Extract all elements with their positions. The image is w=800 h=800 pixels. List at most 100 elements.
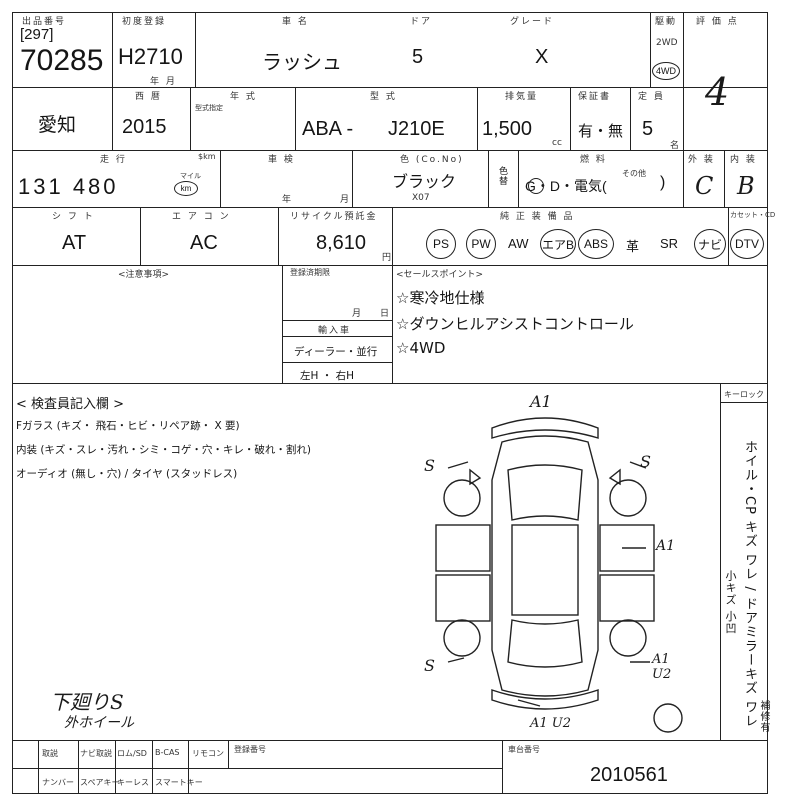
- year-label: 西 暦: [135, 92, 162, 102]
- rule: [140, 207, 141, 265]
- rule: [720, 383, 721, 740]
- equip-airbag-circled: エアB: [540, 229, 576, 259]
- sale-point-1: ☆寒冷地仕様: [396, 289, 485, 307]
- rule: [115, 740, 116, 794]
- inspection-year: 年: [282, 195, 294, 205]
- rule: [190, 87, 191, 150]
- year-month-label: 年 月: [150, 77, 177, 87]
- rule: [352, 150, 353, 207]
- rule: [228, 740, 229, 768]
- sale-point-2: ☆ダウンヒルアシストコントロール: [396, 315, 634, 333]
- equip-leather: 革: [626, 239, 640, 254]
- rule: [12, 383, 768, 384]
- int-label: 内 装: [730, 155, 757, 165]
- ext-label: 外 装: [688, 155, 715, 165]
- diagram-front-left-mark: S: [424, 456, 435, 475]
- diagram-front-mark: A1: [530, 392, 552, 411]
- color-value: ブラック: [392, 174, 457, 191]
- import-handle: 左H ・ 右H: [300, 370, 354, 382]
- cc-unit: cc: [552, 138, 562, 148]
- inspector-audio: オーディオ (無し・穴) / タイヤ (スタッドレス): [16, 468, 238, 480]
- rule: [683, 12, 684, 150]
- fuel-other: その他: [622, 169, 646, 178]
- rule: [683, 150, 684, 207]
- car-damage-diagram: [435, 417, 683, 733]
- rule: [502, 740, 503, 794]
- rule: [282, 320, 392, 321]
- sale-points-label: <セールスポイント>: [396, 270, 484, 280]
- footer-chassis-label: 車台番号: [508, 745, 540, 754]
- seats-value: 5: [642, 118, 654, 140]
- equip-navi-circled: ナビ: [694, 229, 726, 259]
- rule: [720, 402, 768, 403]
- rule: [728, 207, 729, 265]
- diagram-rear-right-mark: A1 U2: [652, 652, 672, 682]
- first-reg-value: H2710: [118, 44, 183, 69]
- rule: [392, 265, 393, 383]
- cc-label: 排気量: [505, 92, 539, 102]
- color-code: X07: [412, 193, 430, 203]
- rule: [724, 150, 725, 207]
- rule: [630, 87, 631, 150]
- footer-reg-label: 登録番号: [234, 745, 266, 754]
- rule: [78, 740, 79, 794]
- import-label: 輸入車: [318, 326, 352, 336]
- rule: [195, 12, 196, 87]
- footer-equip-navi-manual: ナビ取説: [80, 749, 112, 758]
- lot-sub-number: [297]: [20, 26, 54, 43]
- footer-equip-number: ナンバー: [42, 778, 74, 787]
- recycle-value: 8,610: [316, 232, 367, 254]
- grade-value: X: [535, 46, 549, 68]
- rule: [112, 12, 113, 87]
- diagram-rear-left-mark: S: [424, 656, 435, 675]
- diagram-rear-mark: A1 U2: [530, 716, 572, 731]
- inspector-vertical-small: 小キズ 小凹: [724, 570, 737, 635]
- first-reg-label: 初度登録: [122, 17, 167, 27]
- key-lock-label: キーロック: [724, 390, 764, 399]
- equip-sr: SR: [660, 236, 679, 251]
- rule: [650, 12, 651, 87]
- color-label: 色 (Co.No): [400, 155, 464, 165]
- period-month: 月: [352, 309, 362, 319]
- inspector-interior: 内装 (キズ・スレ・汚れ・シミ・コゲ・穴・キレ・破れ・割れ): [16, 444, 312, 456]
- mileage-unit-label: $km: [198, 152, 216, 161]
- seats-unit: 名: [670, 141, 680, 151]
- recycle-label: リサイクル預託金: [290, 212, 378, 222]
- period-day: 日: [380, 309, 390, 319]
- inspector-vertical-repair: 補修有: [758, 700, 769, 733]
- car-outline: [435, 417, 683, 733]
- model-year-sub: 型式指定: [195, 104, 223, 112]
- equip-ps-circled: PS: [426, 229, 456, 259]
- drive-2wd: 2WD: [656, 38, 678, 48]
- fuel-close: ): [660, 174, 666, 191]
- cc-value: 1,500: [482, 118, 533, 140]
- rule: [12, 87, 768, 88]
- footer-chassis-number: 2010561: [590, 764, 668, 786]
- outer-frame: [12, 12, 768, 794]
- drive-4wd-circled: 4WD: [652, 62, 680, 80]
- rule: [570, 87, 571, 150]
- shift-label: シ フ ト: [52, 212, 95, 222]
- fuel-label: 燃 料: [580, 155, 607, 165]
- equip-abs-circled: ABS: [578, 229, 614, 259]
- prefecture: 愛知: [38, 115, 77, 136]
- car-name-label: 車 名: [282, 17, 309, 27]
- rule: [112, 87, 113, 150]
- footer-equip-manual: 取説: [42, 749, 58, 758]
- rule: [392, 207, 393, 265]
- sale-point-3: ☆4WD: [396, 339, 446, 357]
- handwritten-wheel: 外ホイール: [64, 715, 134, 731]
- equip-dtv-circled: DTV: [730, 229, 764, 259]
- footer-equip-remote: リモコン: [192, 749, 224, 758]
- rule: [12, 768, 502, 769]
- rule: [12, 265, 768, 266]
- rule: [518, 150, 519, 207]
- seats-label: 定 員: [638, 92, 665, 102]
- rule: [12, 207, 768, 208]
- fuel-value: G・D・電気(: [525, 178, 607, 194]
- ac-value: AC: [190, 232, 218, 254]
- score-label: 評 価 点: [696, 17, 739, 27]
- warranty-label: 保証書: [578, 92, 612, 102]
- warranty-value: 有・無: [578, 123, 624, 140]
